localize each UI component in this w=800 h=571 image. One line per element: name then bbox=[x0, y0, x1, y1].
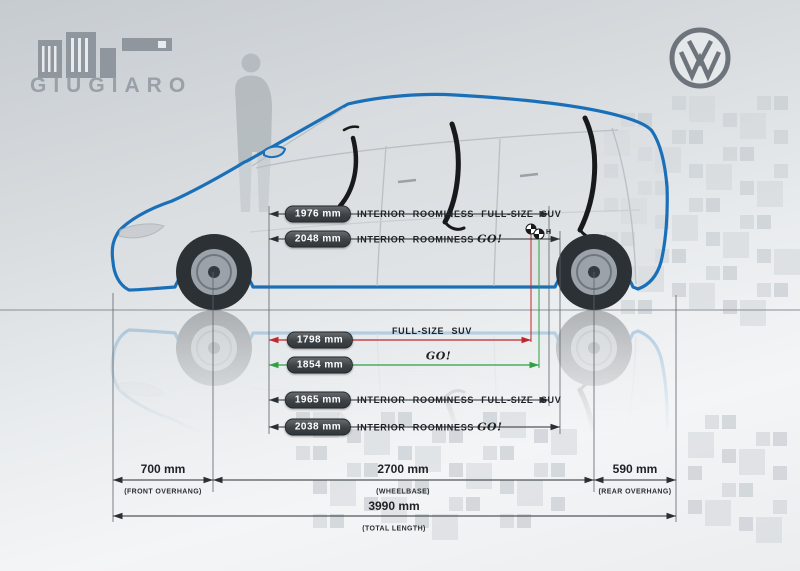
mosaic-square bbox=[723, 266, 737, 280]
mosaic-square bbox=[689, 96, 715, 122]
mosaic-square bbox=[706, 266, 720, 280]
total-length-value: 3990 mm bbox=[368, 499, 420, 513]
mosaic-square bbox=[723, 232, 749, 258]
mosaic-square bbox=[757, 283, 771, 297]
mosaic-square bbox=[688, 500, 702, 514]
dimension-label: INTERIOR ROOMINESS FULL-SIZE SUV bbox=[357, 209, 561, 219]
mosaic-square bbox=[689, 130, 703, 144]
dimension-badge-suv-width: 1798 mm bbox=[286, 331, 354, 349]
mosaic-square bbox=[689, 198, 703, 212]
mosaic-square bbox=[672, 249, 686, 263]
mosaic-square bbox=[774, 283, 788, 297]
car-silhouette bbox=[112, 94, 667, 310]
dimension-label: INTERIOR ROOMINESS FULL-SIZE SUV bbox=[357, 395, 561, 405]
mosaic-square bbox=[723, 147, 737, 161]
front-overhang-label: (FRONT OVERHANG) bbox=[124, 488, 202, 496]
mosaic-square bbox=[757, 249, 771, 263]
mosaic-square bbox=[757, 96, 771, 110]
label-script: GO! bbox=[425, 349, 452, 363]
rear-overhang-label: (REAR OVERHANG) bbox=[598, 488, 672, 496]
mosaic-square bbox=[689, 164, 703, 178]
mosaic-square bbox=[672, 283, 686, 297]
label-text: INTERIOR ROOMINESS bbox=[357, 422, 475, 433]
mosaic-square bbox=[774, 164, 788, 178]
total-length-label: (TOTAL LENGTH) bbox=[362, 525, 426, 533]
label-text: INTERIOR ROOMINESS FULL-SIZE SUV bbox=[357, 395, 562, 405]
vw-logo-icon bbox=[669, 27, 731, 89]
mosaic-square bbox=[672, 130, 686, 144]
mosaic-square bbox=[723, 113, 737, 127]
dimension-badge-suv-lower: 1965 mm bbox=[284, 391, 352, 409]
mosaic-square bbox=[773, 466, 787, 480]
mosaic-square bbox=[740, 181, 754, 195]
label-text: INTERIOR ROOMINESS bbox=[357, 234, 475, 245]
dimension-label: FULL-SIZE SUV bbox=[392, 326, 472, 336]
h-point-icon bbox=[525, 223, 545, 240]
dimension-label: GO! bbox=[423, 350, 451, 363]
mosaic-square bbox=[672, 215, 698, 241]
mosaic-square bbox=[756, 432, 770, 446]
bottom-dimensions bbox=[112, 272, 677, 522]
label-script: GO! bbox=[477, 232, 503, 246]
mosaic-square bbox=[740, 215, 754, 229]
mosaic-square bbox=[773, 500, 787, 514]
mosaic-square bbox=[722, 449, 736, 463]
mosaic-square bbox=[706, 164, 732, 190]
mosaic-square bbox=[740, 113, 766, 139]
wheelbase-label: (WHEELBASE) bbox=[376, 488, 430, 496]
mosaic-square bbox=[773, 432, 787, 446]
mosaic-square bbox=[774, 96, 788, 110]
label-script: GO! bbox=[477, 420, 503, 434]
rear-overhang-value: 590 mm bbox=[612, 462, 658, 476]
mosaic-square bbox=[672, 96, 686, 110]
label-text: FULL-SIZE SUV bbox=[391, 326, 473, 336]
mosaic-square bbox=[688, 432, 714, 458]
wheelbase-value: 2700 mm bbox=[377, 462, 429, 476]
mosaic-square bbox=[689, 283, 715, 309]
mosaic-square bbox=[706, 198, 720, 212]
mosaic-square bbox=[722, 415, 736, 429]
dimension-badge-go-upper: 2048 mm bbox=[284, 230, 352, 248]
mosaic-square bbox=[739, 517, 753, 531]
mosaic-square bbox=[705, 415, 719, 429]
front-overhang-value: 700 mm bbox=[140, 462, 186, 476]
mosaic-square bbox=[740, 300, 766, 326]
label-text: INTERIOR ROOMINESS FULL-SIZE SUV bbox=[357, 209, 562, 219]
mosaic-square bbox=[756, 517, 782, 543]
h-point-label: H bbox=[546, 229, 552, 236]
mosaic-square bbox=[739, 483, 753, 497]
mosaic-square bbox=[757, 215, 771, 229]
mosaic-square bbox=[774, 249, 800, 275]
giugiaro-skyline-icon bbox=[38, 32, 172, 78]
dimension-badge-suv-upper: 1976 mm bbox=[284, 205, 352, 223]
mosaic-square bbox=[740, 147, 754, 161]
mosaic-square bbox=[774, 130, 788, 144]
dimension-badge-go-width: 1854 mm bbox=[286, 356, 354, 374]
mosaic-square bbox=[706, 232, 720, 246]
mosaic-square bbox=[688, 466, 702, 480]
mosaic-square bbox=[705, 500, 731, 526]
mosaic-square bbox=[722, 483, 736, 497]
mosaic-square bbox=[757, 181, 783, 207]
mosaic-square bbox=[739, 449, 765, 475]
dimension-badge-go-lower: 2038 mm bbox=[284, 418, 352, 436]
designer-logo: GIUGIARO bbox=[30, 74, 193, 97]
